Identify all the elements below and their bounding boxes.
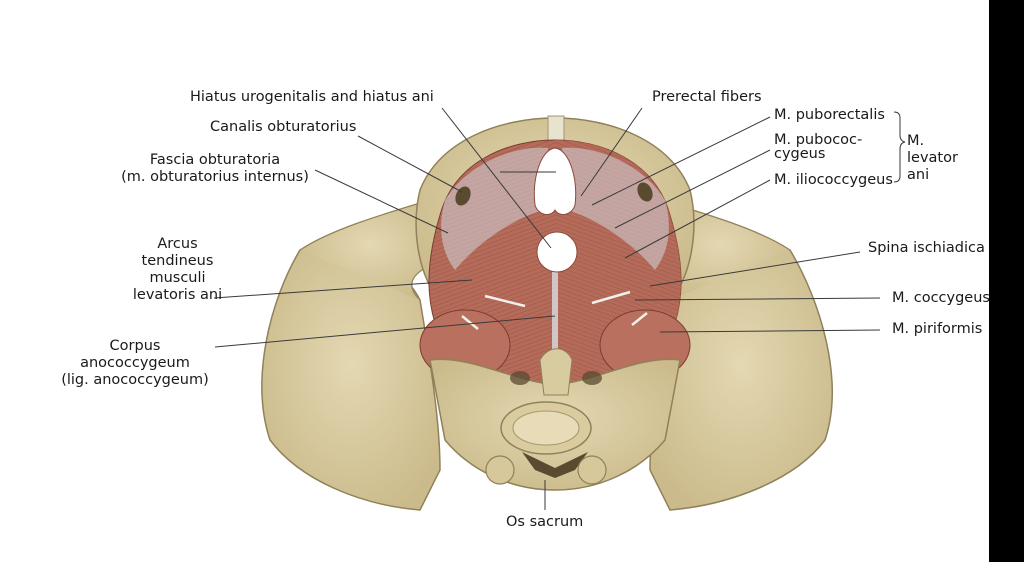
leader-iliococcygeus: [624, 179, 771, 259]
label-arcus-line1: Arcus: [157, 236, 198, 252]
label-arcus-line2: tendineus: [141, 253, 214, 269]
left-iliac-wing: [261, 244, 441, 511]
label-corpus-line2: anococcygeum: [80, 355, 190, 371]
leader-corpus: [214, 315, 556, 348]
leader-fascia: [314, 169, 449, 234]
label-levator-ani-line3: ani: [907, 167, 930, 183]
leader-pubococcygeus: [614, 149, 771, 229]
label-canalis: Canalis obturatorius: [210, 119, 357, 135]
label-fascia-line1: Fascia obturatoria: [149, 152, 281, 168]
label-pubococcygeus-line1: M. pubococ-: [774, 132, 863, 148]
leader-spina: [649, 251, 861, 287]
leader-piriformis: [659, 329, 881, 333]
label-piriformis: M. piriformis: [892, 321, 983, 337]
label-pubococcygeus-line2: cygeus: [774, 146, 826, 162]
label-arcus-line3: musculi: [149, 270, 206, 286]
label-os-sacrum: Os sacrum: [506, 514, 584, 530]
leader-puborectalis: [591, 116, 771, 206]
label-levator-ani-line2: levator: [907, 150, 958, 166]
label-puborectalis: M. puborectalis: [774, 107, 885, 123]
obturator-canal-left: [455, 186, 471, 206]
label-levator-ani: M. levator ani: [907, 133, 958, 184]
label-hiatus: Hiatus urogenitalis and hiatus ani: [190, 89, 434, 105]
levator-ani-bracket: [893, 111, 906, 183]
label-corpus-line1: Corpus: [109, 338, 161, 354]
leader-canalis: [357, 135, 463, 193]
hiatus-ani: [536, 231, 578, 273]
label-prerectal: Prerectal fibers: [652, 89, 762, 105]
label-iliococcygeus: M. iliococcygeus: [774, 172, 893, 188]
leader-prerectal: [580, 107, 643, 197]
label-levator-ani-line1: M.: [907, 133, 925, 149]
label-coccygeus: M. coccygeus: [892, 290, 990, 306]
leader-hiatus: [441, 107, 552, 249]
label-arcus-line4: levatoris ani: [132, 287, 223, 303]
label-pubococcygeus: M. pubococ- cygeus: [774, 132, 862, 163]
leader-coccygeus: [634, 297, 881, 301]
label-spina: Spina ischiadica: [868, 240, 985, 256]
label-arcus: Arcus tendineus musculi levatoris ani: [120, 236, 235, 304]
leader-arcus: [213, 279, 473, 299]
label-corpus: Corpus anococcygeum (lig. anococcygeum): [55, 338, 215, 389]
hiatus-urogenitalis: [533, 147, 577, 216]
label-corpus-line3: (lig. anococcygeum): [61, 372, 209, 388]
right-black-bar: [989, 0, 1024, 562]
label-fascia-line2: (m. obturatorius internus): [121, 169, 309, 185]
leader-lines: [213, 107, 881, 510]
label-fascia: Fascia obturatoria (m. obturatorius inte…: [110, 152, 320, 186]
